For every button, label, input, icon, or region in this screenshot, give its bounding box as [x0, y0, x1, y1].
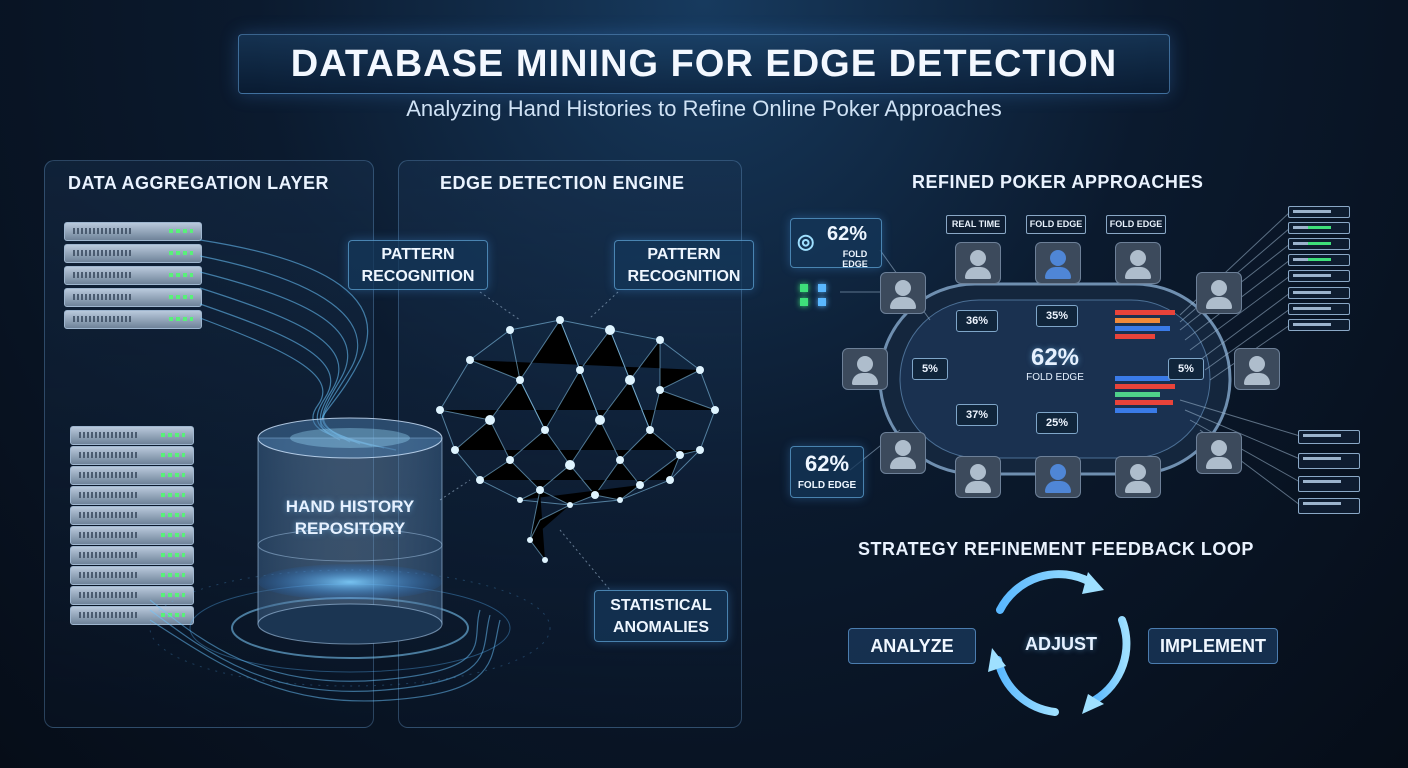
- callout-top-label: FOLD EDGE: [842, 249, 868, 269]
- pattern-recognition-right: PATTERN RECOGNITION: [614, 240, 754, 290]
- fold-edge-label-1: FOLD EDGE: [1026, 215, 1086, 234]
- real-time-label: REAL TIME: [946, 215, 1006, 234]
- center-fold-value: 62%: [1030, 344, 1080, 371]
- feedback-title: STRATEGY REFINEMENT FEEDBACK LOOP: [858, 539, 1254, 559]
- feedback-loop-arrowheads: [988, 572, 1104, 714]
- repository-label: HAND HISTORY REPOSITORY: [285, 497, 415, 538]
- neural-network: [439, 318, 716, 561]
- engine-title: EDGE DETECTION ENGINE: [440, 173, 685, 193]
- subtitle: Analyzing Hand Histories to Refine Onlin…: [406, 96, 1002, 121]
- callout-lines: [439, 291, 619, 591]
- fold-edge-label-2: FOLD EDGE: [1106, 215, 1166, 234]
- repository-cylinder: [257, 417, 443, 645]
- callout-bottom-value: 62%: [804, 451, 850, 476]
- stat-box-2: 35%: [1036, 305, 1078, 327]
- stat-box-4: 37%: [956, 404, 998, 426]
- poker-title: REFINED POKER APPROACHES: [912, 172, 1204, 192]
- statistical-anomalies-tag: STATISTICAL ANOMALIES: [594, 590, 728, 642]
- stat-box-5: 25%: [1036, 412, 1078, 434]
- callout-top-value: 62%: [827, 223, 868, 245]
- main-title: DATABASE MINING FOR EDGE DETECTION: [290, 42, 1118, 85]
- adjust-step: ADJUST: [1024, 634, 1097, 654]
- feedback-loop-arrows: [994, 570, 1131, 716]
- implement-step: IMPLEMENT: [1148, 628, 1278, 664]
- stat-box-6: 5%: [1168, 358, 1204, 380]
- stat-box-1: 36%: [956, 310, 998, 332]
- analyze-step: ANALYZE: [848, 628, 976, 664]
- fold-edge-callout-top: ◎ 62% FOLD EDGE: [790, 218, 882, 269]
- aggregation-title: DATA AGGREGATION LAYER: [68, 173, 330, 193]
- pattern-recognition-left: PATTERN RECOGNITION: [348, 240, 488, 290]
- neural-nodes: [436, 316, 719, 563]
- heatmap-bars: [1115, 310, 1175, 413]
- globe-icon: ◎: [797, 231, 815, 253]
- stat-box-3: 5%: [912, 358, 948, 380]
- center-fold-label: FOLD EDGE: [1026, 372, 1084, 383]
- data-stream-bottom: [149, 599, 501, 702]
- fold-edge-callout-bottom: 62% FOLD EDGE: [790, 446, 864, 498]
- callout-bottom-label: FOLD EDGE: [797, 480, 857, 491]
- main-title-box: DATABASE MINING FOR EDGE DETECTION: [238, 34, 1170, 94]
